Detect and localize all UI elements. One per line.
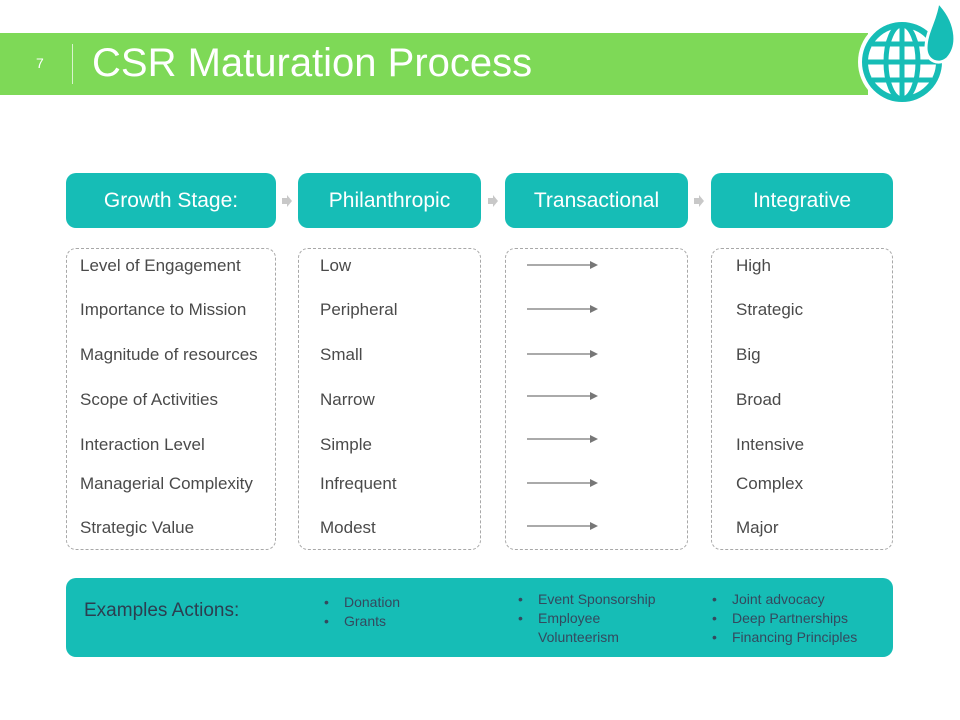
integrative-value: Major: [736, 518, 779, 537]
header-transactional: Transactional: [505, 173, 688, 228]
philanthropic-value: Low: [320, 256, 352, 275]
transactional-examples: Event Sponsorship Employee Volunteerism: [516, 590, 686, 647]
dimensions-box: [66, 248, 276, 550]
header-integrative: Integrative: [711, 173, 893, 228]
dimension-label: Importance to Mission: [80, 300, 247, 319]
header-philanthropic: Philanthropic: [298, 173, 481, 228]
arrow-right-icon: [527, 350, 598, 358]
chevron-right-icon: [694, 195, 704, 207]
integrative-value: Broad: [736, 390, 782, 409]
integrative-value: Big: [736, 345, 761, 364]
arrow-right-icon: [527, 261, 598, 269]
dimension-label: Interaction Level: [80, 435, 205, 454]
list-item: Joint advocacy: [710, 590, 857, 609]
integrative-examples: Joint advocacy Deep Partnerships Financi…: [710, 590, 857, 647]
dimension-label: Magnitude of resources: [80, 345, 258, 364]
globe-leaf-icon: [858, 0, 957, 106]
philanthropic-value: Simple: [320, 435, 372, 454]
integrative-value: Strategic: [736, 300, 804, 319]
dimension-label: Managerial Complexity: [80, 474, 253, 493]
arrow-right-icon: [527, 435, 598, 443]
chevron-right-icon: [282, 195, 292, 207]
integrative-value: Complex: [736, 474, 804, 493]
list-item: Donation: [322, 593, 400, 612]
integrative-value: High: [736, 256, 771, 275]
philanthropic-value: Modest: [320, 518, 376, 537]
list-item: Financing Principles: [710, 628, 857, 647]
dimension-label: Strategic Value: [80, 518, 195, 537]
list-item: Employee Volunteerism: [516, 609, 648, 647]
philanthropic-box: [298, 248, 481, 550]
header-growth-stage: Growth Stage:: [66, 173, 276, 228]
arrow-right-icon: [527, 522, 598, 530]
arrow-right-icon: [527, 305, 598, 313]
dimension-label: Level of Engagement: [80, 256, 241, 275]
transactional-box: [505, 248, 688, 550]
list-item: Deep Partnerships: [710, 609, 857, 628]
philanthropic-value: Narrow: [320, 390, 375, 409]
philanthropic-value: Infrequent: [320, 474, 397, 493]
list-item: Event Sponsorship: [516, 590, 686, 609]
integrative-box: [711, 248, 893, 550]
philanthropic-value: Peripheral: [320, 300, 398, 319]
integrative-value: Intensive: [736, 435, 805, 454]
philanthropic-examples: Donation Grants: [322, 593, 400, 631]
arrow-right-icon: [527, 392, 598, 400]
arrow-right-icon: [527, 479, 598, 487]
slide-number: 7: [36, 55, 44, 71]
examples-label: Examples Actions:: [84, 600, 240, 621]
dimension-label: Scope of Activities: [80, 390, 218, 409]
title-divider: [72, 44, 73, 84]
philanthropic-value: Small: [320, 345, 363, 364]
list-item: Grants: [322, 612, 400, 631]
chevron-right-icon: [488, 195, 498, 207]
title-bar: [0, 33, 868, 95]
page-title: CSR Maturation Process: [92, 41, 533, 85]
